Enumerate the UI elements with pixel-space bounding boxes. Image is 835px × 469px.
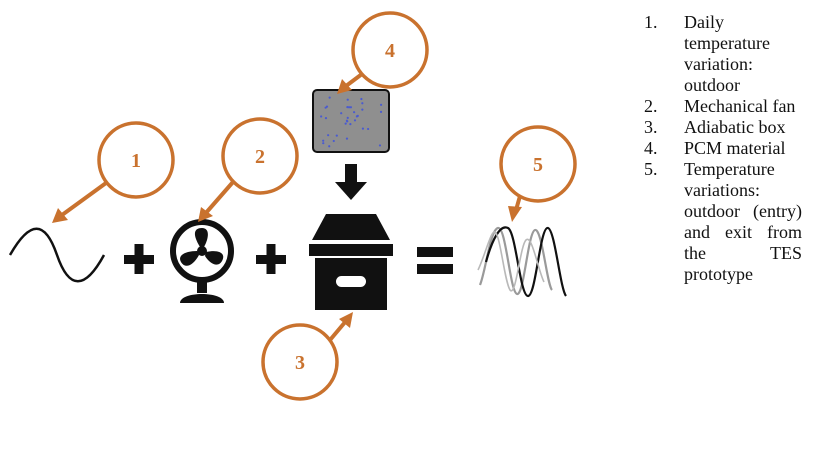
pcm-dot xyxy=(356,114,359,117)
callout-2-number: 2 xyxy=(255,146,265,168)
pcm-dot xyxy=(349,106,353,109)
pcm-dot xyxy=(347,106,351,109)
pcm-dot xyxy=(344,122,347,125)
legend-item-text: Daily temperature variation: outdoor xyxy=(684,12,770,95)
pcm-dot-pattern xyxy=(320,96,383,148)
fan-icon xyxy=(170,219,234,303)
legend-item-number: 5. xyxy=(644,159,658,179)
callout-3: 3 xyxy=(261,312,353,401)
pcm-dot xyxy=(361,108,364,111)
legend-item: 2. Mechanical fan xyxy=(640,96,830,117)
legend-item: 5. Temperature variations: outdoor (entr… xyxy=(640,159,830,285)
callout-1: 1 xyxy=(52,121,175,223)
legend-item-number: 4. xyxy=(644,138,658,158)
pcm-dot xyxy=(361,127,365,130)
pcm-dot xyxy=(327,134,330,137)
pcm-dot xyxy=(328,96,331,99)
legend-item: 4. PCM material xyxy=(640,138,830,159)
pcm-dot xyxy=(379,110,383,113)
pcm-dot xyxy=(361,102,364,105)
callout-5-number: 5 xyxy=(533,154,543,176)
pcm-dot xyxy=(345,119,349,122)
callout-1-number: 1 xyxy=(131,150,141,172)
legend-item-text: Temperature variations: outdoor (entry) … xyxy=(684,159,802,284)
pcm-dot xyxy=(322,142,325,145)
legend-item-number: 3. xyxy=(644,117,658,137)
down-arrow-icon xyxy=(335,164,367,200)
sine-wave-icon xyxy=(8,227,106,283)
pcm-dot xyxy=(320,115,323,118)
pcm-dot xyxy=(322,139,325,142)
plus-operator-2 xyxy=(256,244,286,274)
pcm-dot xyxy=(340,112,343,115)
legend-item-text: Adiabatic box xyxy=(684,117,786,137)
legend-item: 3. Adiabatic box xyxy=(640,117,830,138)
pcm-dot xyxy=(378,144,382,147)
callout-5: 5 xyxy=(499,125,577,222)
callout-4-number: 4 xyxy=(385,40,395,62)
legend-item-text: Mechanical fan xyxy=(684,96,796,116)
pcm-dot xyxy=(346,116,349,119)
pcm-dot xyxy=(366,127,370,131)
pcm-block-icon xyxy=(312,89,390,153)
pcm-dot xyxy=(325,105,329,108)
legend-item-text: PCM material xyxy=(684,138,786,158)
process-diagram: 1 2 3 4 5 xyxy=(8,11,577,401)
pcm-dot xyxy=(324,116,328,120)
legend-item-number: 1. xyxy=(644,12,658,32)
pcm-dot xyxy=(346,98,349,101)
pcm-dot xyxy=(360,97,363,101)
legend-item-number: 2. xyxy=(644,96,658,116)
pcm-dot xyxy=(328,145,331,148)
pcm-dot xyxy=(345,137,349,140)
callout-4: 4 xyxy=(337,11,429,94)
pcm-dot xyxy=(346,105,349,109)
legend-item: 1. Daily temperature variation: outdoor xyxy=(640,12,830,96)
legend-list: 1. Daily temperature variation: outdoor … xyxy=(640,12,830,285)
pcm-dot xyxy=(379,103,383,106)
output-waves-icon xyxy=(477,226,567,298)
equals-operator xyxy=(417,247,453,274)
callout-3-number: 3 xyxy=(295,352,305,374)
plus-operator-1 xyxy=(124,244,154,274)
adiabatic-box-icon xyxy=(309,214,393,310)
pcm-dot xyxy=(353,119,357,122)
pcm-dot xyxy=(332,139,335,143)
pcm-dot xyxy=(353,111,356,114)
callout-2: 2 xyxy=(198,117,299,222)
pcm-dot xyxy=(349,123,352,126)
pcm-dot xyxy=(335,134,338,137)
